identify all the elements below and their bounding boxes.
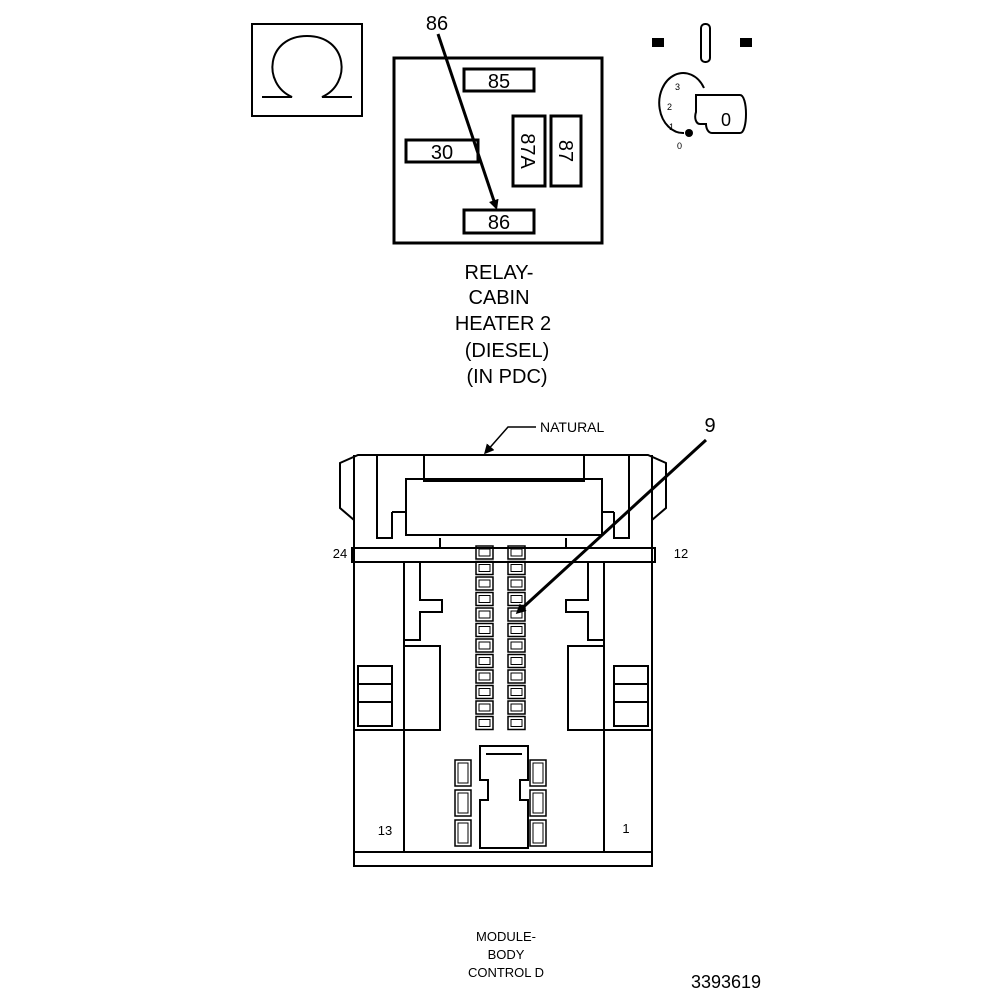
svg-text:3: 3 <box>675 82 680 92</box>
pin-cavity <box>507 669 526 684</box>
pin-cavity <box>507 715 526 731</box>
svg-text:1: 1 <box>669 122 674 132</box>
connector-pin-grid <box>454 545 547 847</box>
svg-text:HEATER 2: HEATER 2 <box>455 313 551 335</box>
terminal-30: 30 <box>404 138 480 164</box>
svg-text:0: 0 <box>721 110 731 130</box>
pin-cavity <box>475 684 494 700</box>
svg-text:CONTROL D: CONTROL D <box>468 965 544 980</box>
omega-symbol-icon <box>251 23 363 117</box>
connector-caption: MODULE- BODY CONTROL D <box>468 929 544 980</box>
pin-cavity <box>475 576 494 591</box>
pin-cavity <box>475 622 494 638</box>
figure-id: 3393619 <box>691 972 761 992</box>
pin-cavity <box>475 591 494 607</box>
pin-cavity <box>475 700 494 715</box>
pin-cavity <box>507 700 526 715</box>
svg-text:86: 86 <box>488 212 510 234</box>
pin-cavity <box>475 715 494 731</box>
svg-text:13: 13 <box>378 823 392 838</box>
terminal-87a: 87A <box>511 114 547 188</box>
pin-cavity <box>475 653 494 669</box>
pin-cavity <box>507 607 526 622</box>
pin-cavity <box>507 638 526 653</box>
pin-cavity <box>507 622 526 638</box>
svg-text:12: 12 <box>674 546 688 561</box>
pin-cavity <box>475 638 494 653</box>
relay-caption: RELAY- CABIN HEATER 2 (DIESEL) (IN PDC) <box>455 262 551 388</box>
svg-text:86: 86 <box>426 13 448 35</box>
svg-text:85: 85 <box>488 71 510 93</box>
connector-body <box>339 454 667 867</box>
pin-cavity <box>475 669 494 684</box>
pin-cavity <box>454 789 472 817</box>
pin-cavity <box>507 576 526 591</box>
pin-labels: 24 12 13 1 <box>333 546 688 838</box>
pin-cavity <box>507 560 526 576</box>
svg-text:87A: 87A <box>516 133 538 169</box>
svg-text:2: 2 <box>667 102 672 112</box>
pin-cavity <box>507 545 526 560</box>
pin-cavity <box>454 759 472 787</box>
svg-text:RELAY-: RELAY- <box>465 262 534 284</box>
pin-cavity <box>529 789 547 817</box>
svg-text:(IN PDC): (IN PDC) <box>466 366 547 388</box>
svg-text:NATURAL: NATURAL <box>540 419 605 435</box>
ignition-key-icon: 0 3 2 1 0 <box>652 23 752 151</box>
svg-text:87: 87 <box>554 140 576 162</box>
relay-pinout: 85 30 87A 87 86 <box>392 56 604 245</box>
svg-text:MODULE-: MODULE- <box>476 929 536 944</box>
svg-text:9: 9 <box>704 415 715 437</box>
natural-color-callout: NATURAL <box>484 419 605 455</box>
pin-cavity <box>454 819 472 847</box>
svg-text:0: 0 <box>677 141 682 151</box>
svg-text:CABIN: CABIN <box>468 287 529 309</box>
svg-text:(DIESEL): (DIESEL) <box>465 340 549 362</box>
terminal-87: 87 <box>549 114 583 188</box>
callout-9: 9 <box>515 415 716 615</box>
svg-text:24: 24 <box>333 546 347 561</box>
pin-cavity <box>475 545 494 560</box>
terminal-85: 85 <box>462 67 536 93</box>
svg-text:30: 30 <box>431 142 453 164</box>
pin-cavity <box>507 684 526 700</box>
callout-86: 86 <box>426 13 499 210</box>
svg-text:1: 1 <box>622 821 629 836</box>
pin-cavity <box>475 560 494 576</box>
svg-text:BODY: BODY <box>488 947 525 962</box>
pin-cavity <box>529 819 547 847</box>
pin-cavity <box>507 591 526 607</box>
pin-cavity <box>507 653 526 669</box>
pin-cavity <box>529 759 547 787</box>
pin-cavity <box>475 607 494 622</box>
terminal-86: 86 <box>462 208 536 235</box>
